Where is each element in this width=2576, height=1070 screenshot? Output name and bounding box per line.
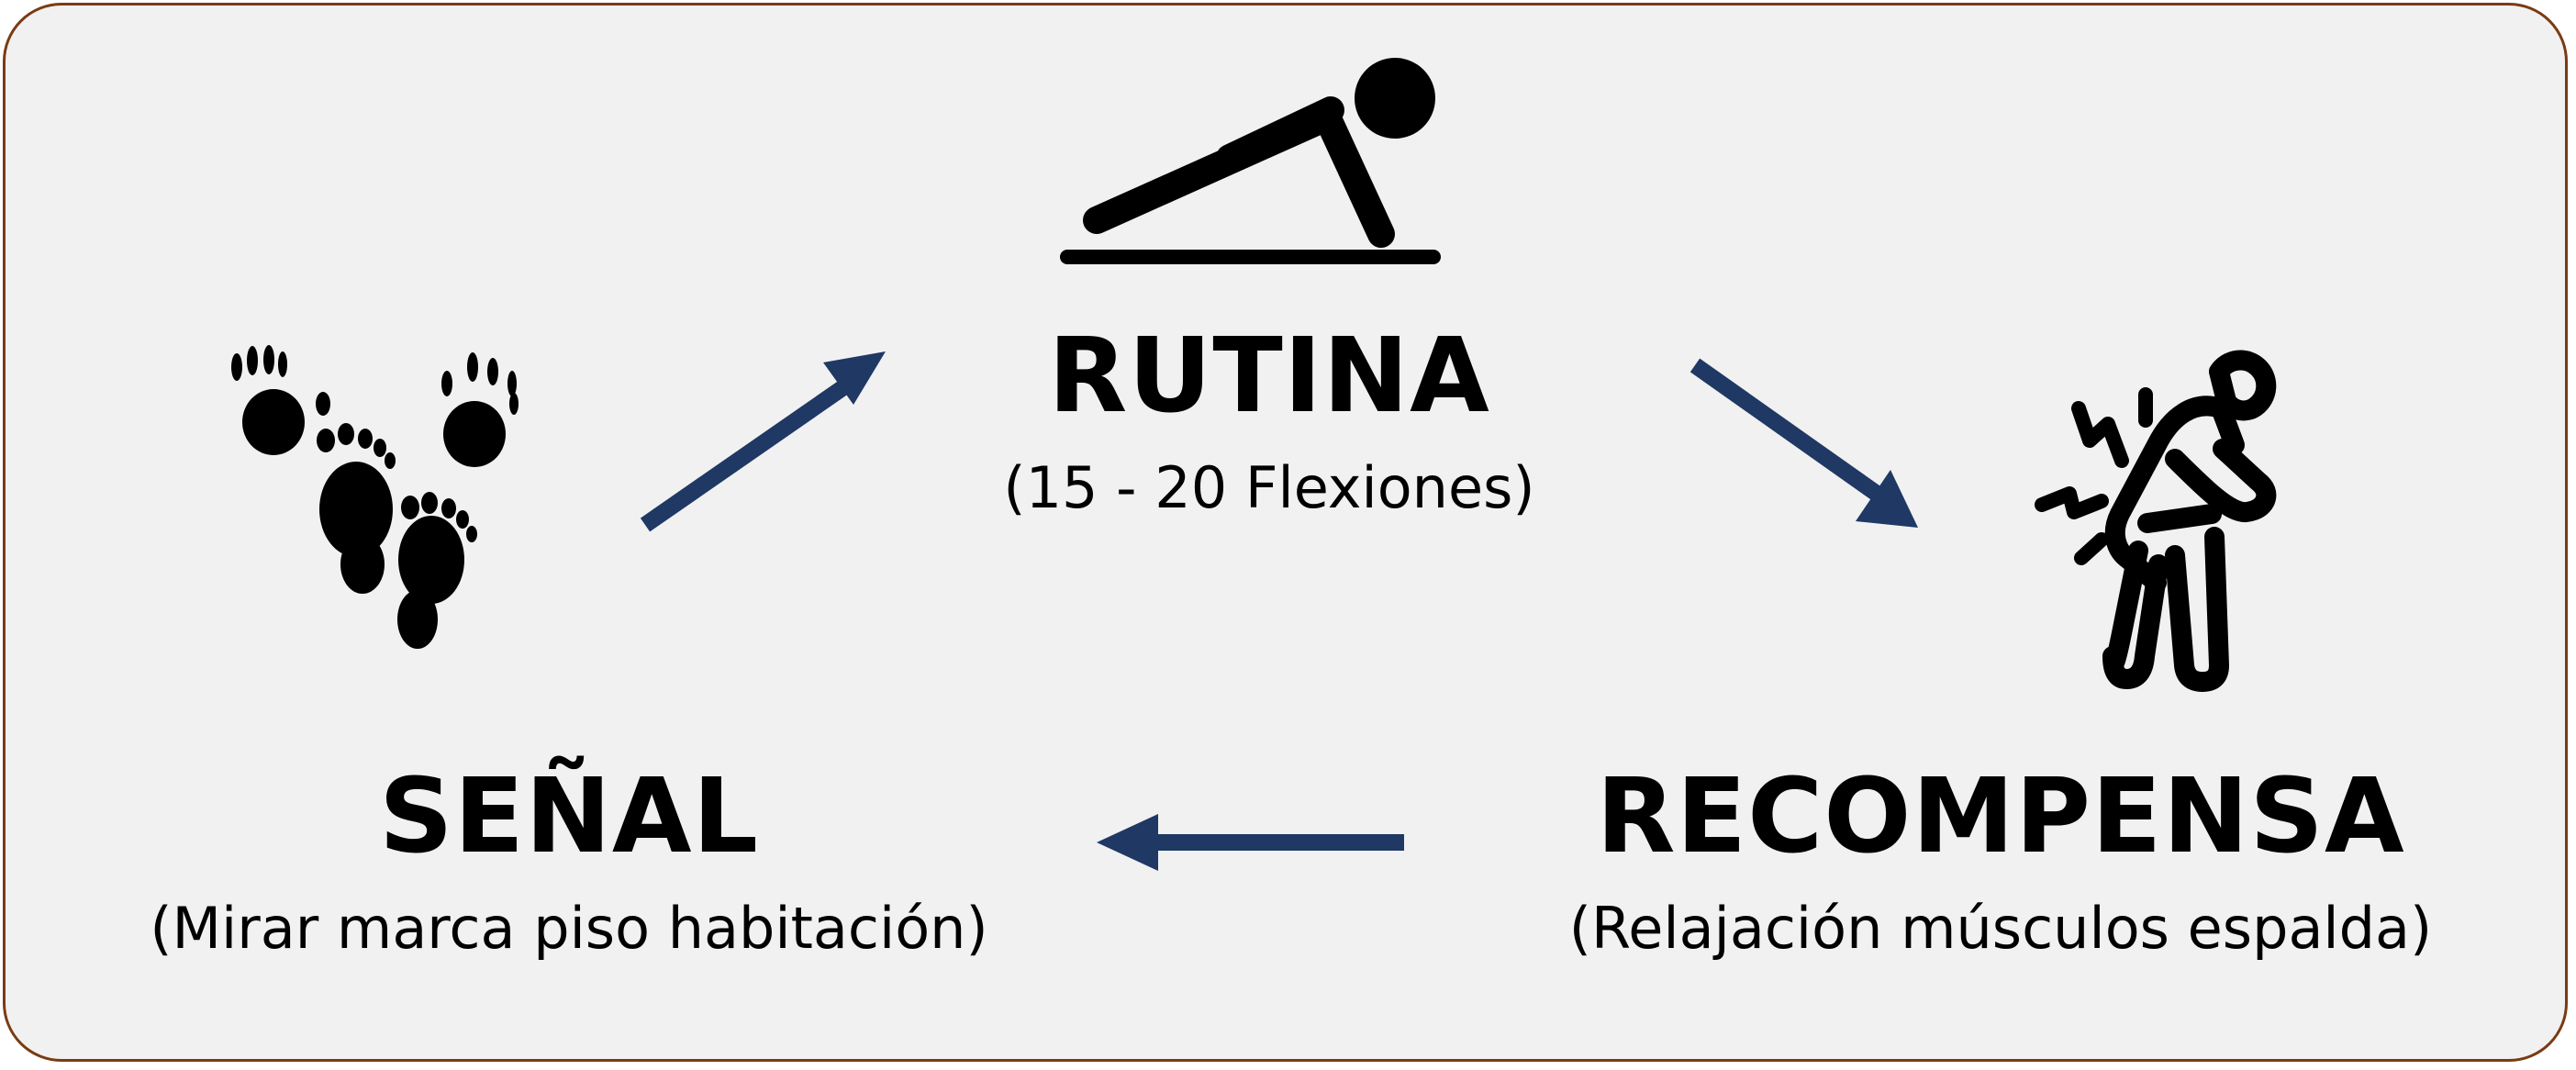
back-pain-icon bbox=[2035, 350, 2277, 692]
routine-subtitle: (15 - 20 Flexiones) bbox=[1003, 454, 1535, 521]
reward-subtitle: (Relajación músculos espalda) bbox=[1568, 895, 2433, 962]
arrow-routine-to-reward bbox=[1689, 358, 1918, 528]
arrow-cue-to-routine bbox=[640, 351, 886, 532]
footprints-icon bbox=[231, 345, 519, 649]
arrow-reward-to-cue bbox=[1097, 814, 1404, 871]
routine-title: RUTINA bbox=[1048, 317, 1490, 436]
cue-subtitle: (Mirar marca piso habitación) bbox=[150, 895, 988, 962]
cue-title: SEÑAL bbox=[379, 757, 759, 876]
pushup-icon bbox=[1060, 58, 1441, 264]
reward-title: RECOMPENSA bbox=[1596, 757, 2405, 876]
